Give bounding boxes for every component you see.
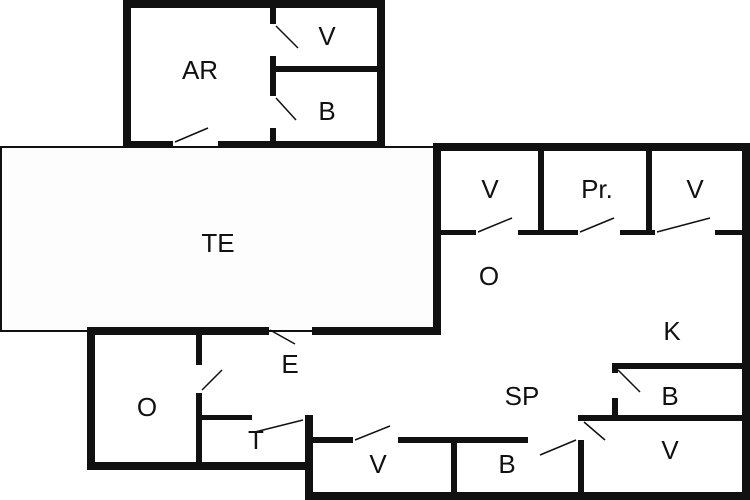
room-label-pr: Pr. xyxy=(581,174,613,204)
room-label-v-right2: V xyxy=(686,174,704,204)
room-label-v-right1: V xyxy=(481,174,499,204)
room-label-v-top: V xyxy=(318,21,336,51)
room-label-o-right: O xyxy=(479,261,499,291)
door-swings xyxy=(174,25,711,456)
room-label-o-left: O xyxy=(137,392,157,422)
room-label-v-bottom-right: V xyxy=(661,435,679,465)
room-label-ar: AR xyxy=(182,55,218,85)
walls xyxy=(87,0,750,500)
room-label-b-bottom: B xyxy=(498,449,515,479)
terrace-outline xyxy=(0,146,438,332)
room-label-t: T xyxy=(248,425,264,455)
room-label-b-top: B xyxy=(318,96,335,126)
room-label-e: E xyxy=(281,349,298,379)
room-label-te: TE xyxy=(201,228,234,258)
room-labels: AR V B TE V Pr. V O K E O SP B T V B V xyxy=(137,21,704,479)
room-label-k: K xyxy=(663,316,681,346)
room-label-b-right: B xyxy=(661,381,678,411)
room-label-v-bottom: V xyxy=(369,449,387,479)
room-label-sp: SP xyxy=(505,381,540,411)
